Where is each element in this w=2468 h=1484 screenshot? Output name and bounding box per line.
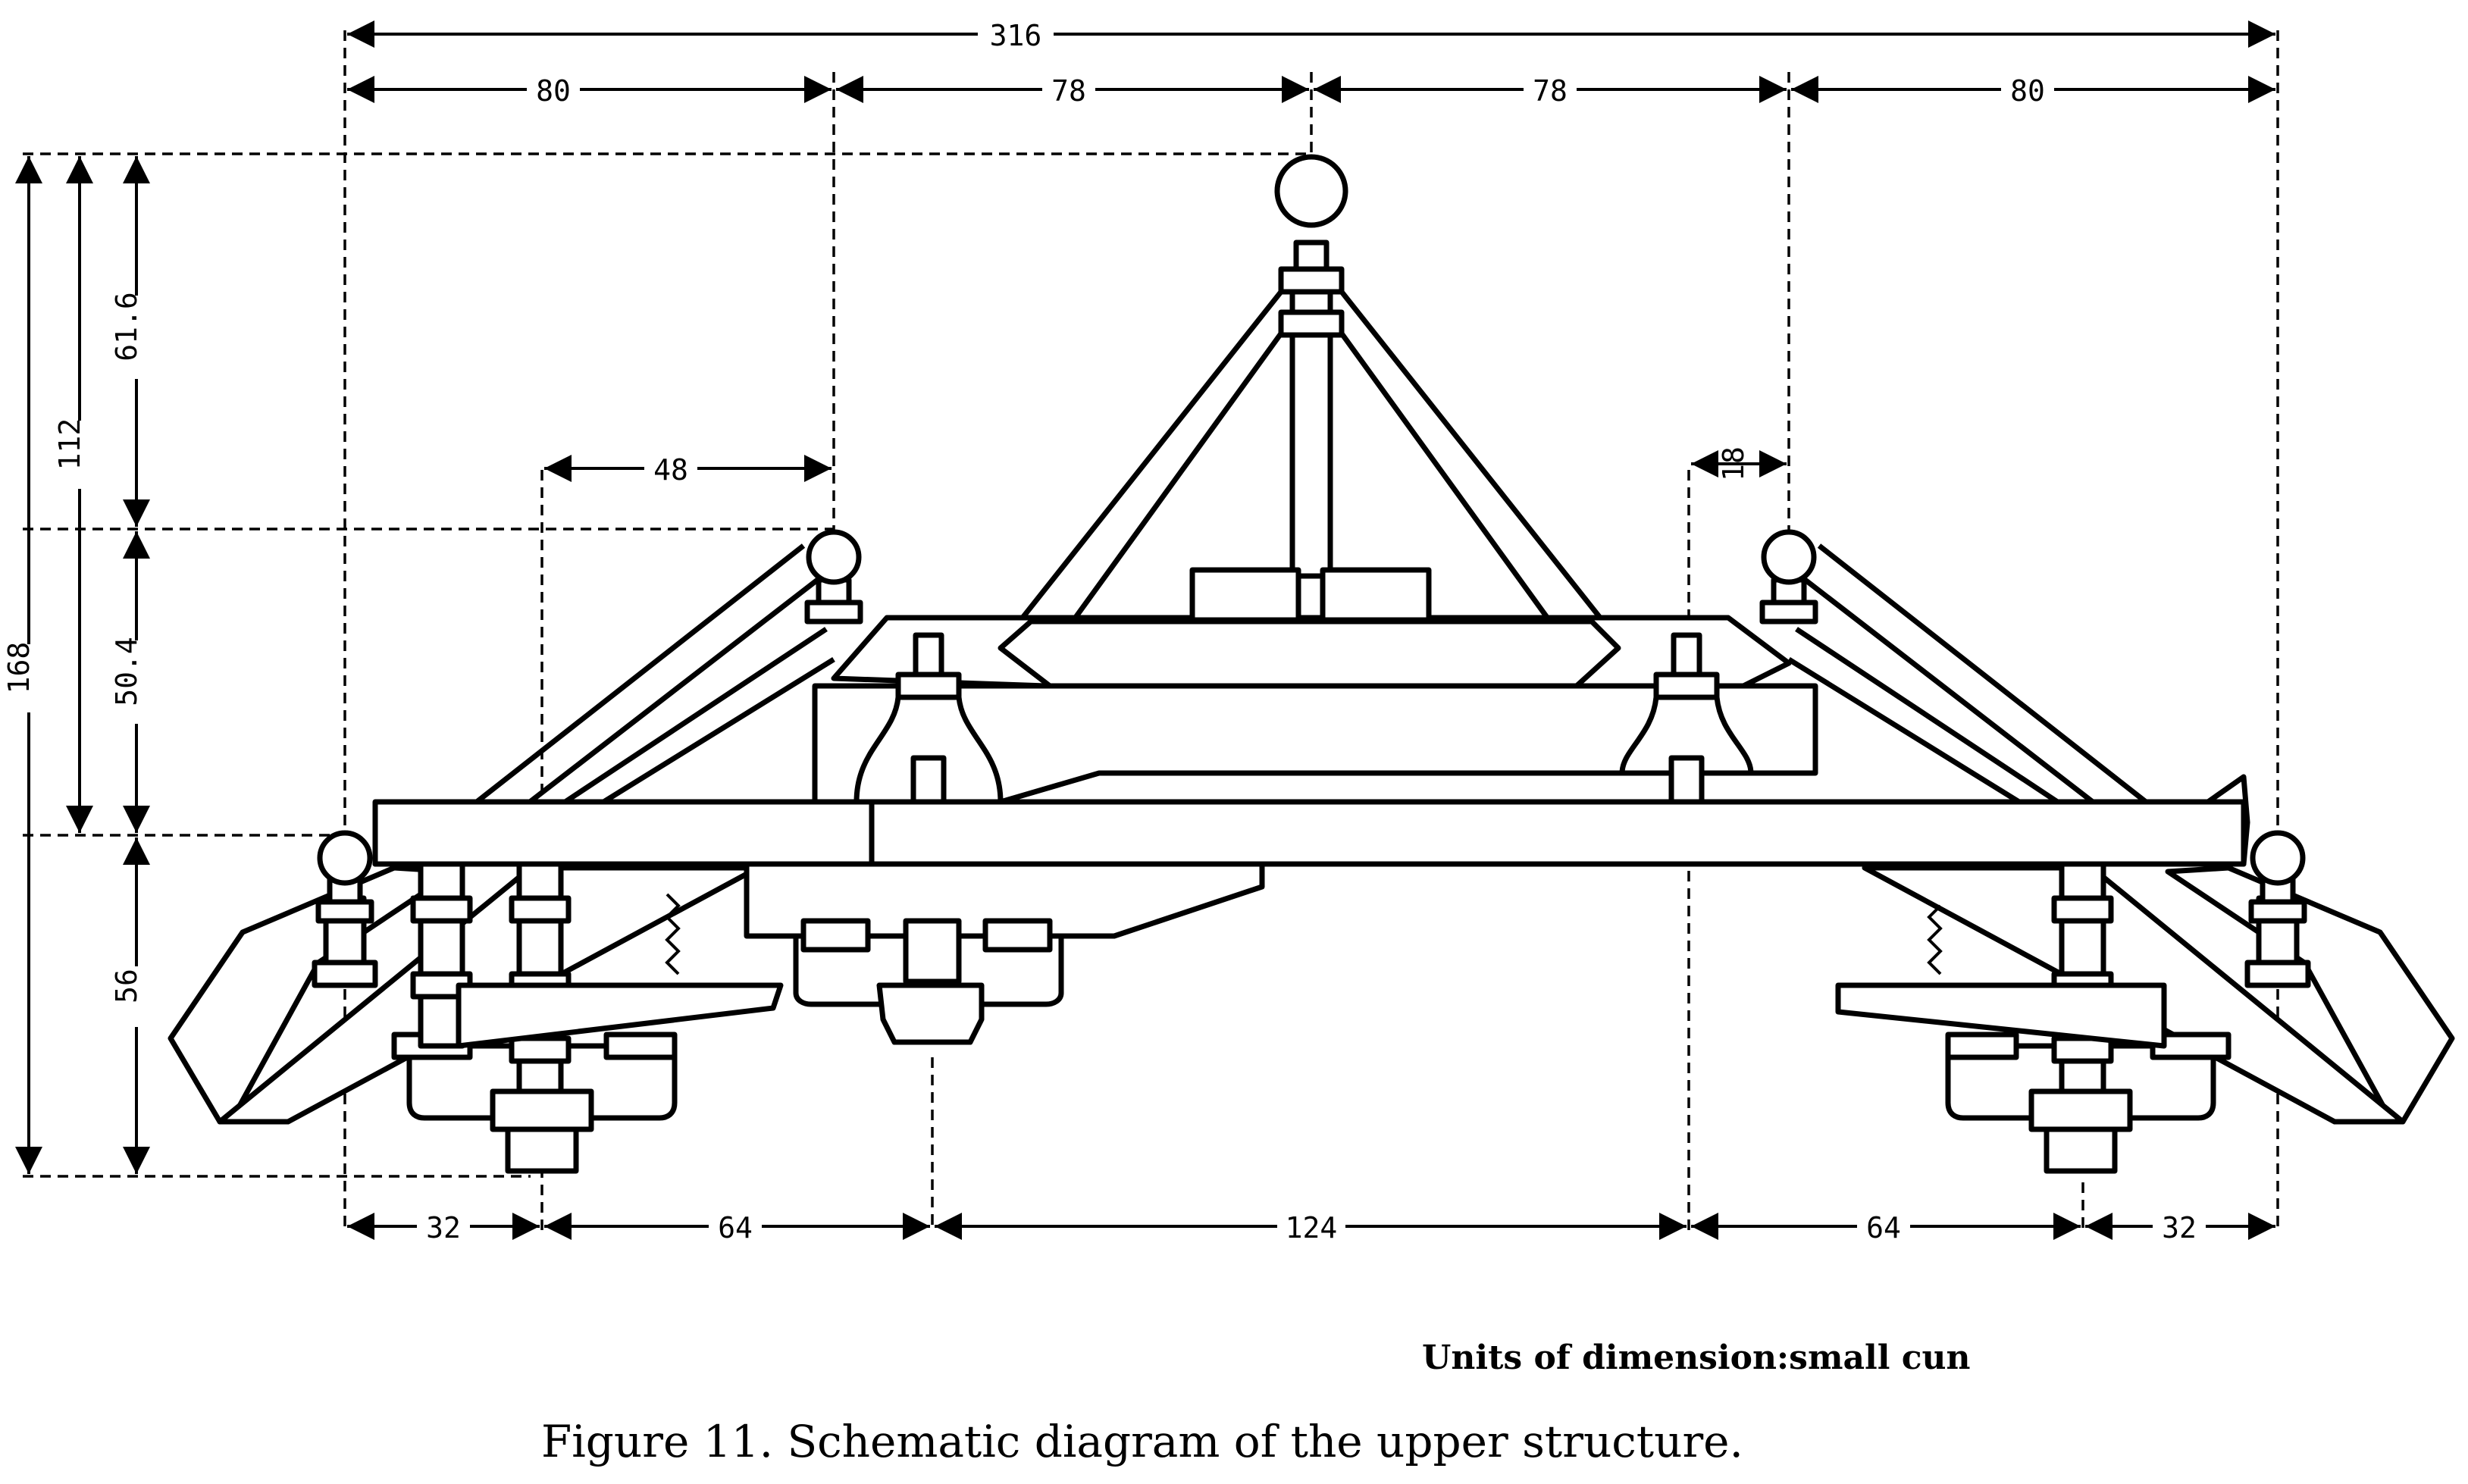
left-end-ball [317, 830, 373, 886]
left-side-plate [456, 982, 784, 1049]
center-bottom-clamp [876, 982, 985, 1045]
dim-inner-right: 18 [1717, 446, 1750, 481]
right-end-ball [2250, 830, 2306, 886]
left-bottom-clamp [490, 1088, 594, 1132]
center-box-right [1320, 567, 1432, 623]
dim-top-seg-1: 80 [536, 74, 571, 108]
apex-ball [1274, 154, 1348, 228]
right-mid-ball [1761, 529, 1817, 585]
dim-left-lower: 56 [110, 969, 143, 1003]
dim-top-seg-3: 78 [1533, 74, 1568, 108]
dim-left-overall: 168 [2, 642, 36, 694]
right-truss [1787, 543, 2155, 809]
dim-left-middle: 50.4 [110, 637, 143, 706]
dim-bottom-seg-4: 64 [1866, 1211, 1901, 1244]
left-truss [468, 543, 835, 809]
dim-top-seg-4: 80 [2010, 74, 2045, 108]
left-long-beam [372, 799, 875, 867]
apex-truss [1017, 290, 1605, 624]
dim-bottom-seg-5: 32 [2162, 1211, 2197, 1244]
figure-caption: Figure 11. Schematic diagram of the uppe… [541, 1416, 1743, 1467]
center-long-beam [869, 799, 2247, 867]
right-bottom-clamp [2028, 1088, 2133, 1132]
dim-left-mid: 112 [53, 418, 86, 471]
dim-left-upper: 61.6 [110, 292, 143, 362]
dim-bottom-seg-2: 64 [718, 1211, 753, 1244]
left-columns [312, 861, 572, 1094]
left-dimensions: 168 112 61.6 50.4 56 [2, 156, 152, 1174]
dim-top-seg-2: 78 [1051, 74, 1086, 108]
right-columns [2051, 861, 2311, 1094]
dim-inner-left: 48 [653, 453, 688, 487]
right-side-plate [1835, 982, 2167, 1049]
lower-central-box [744, 861, 1265, 939]
center-box-left [1189, 567, 1301, 623]
right-spring [1927, 904, 1943, 975]
upper-hexagonal-plate [998, 618, 1621, 689]
left-spring [665, 893, 681, 975]
upper-structure [168, 154, 2455, 1174]
top-dimensions: 316 80 78 78 80 48 18 [347, 18, 2275, 487]
dim-bottom-seg-3: 124 [1286, 1211, 1338, 1244]
dim-bottom-seg-1: 32 [426, 1211, 461, 1244]
mid-cross-beam [812, 683, 1818, 805]
dim-top-total: 316 [990, 19, 1042, 52]
bottom-dimensions: 32 64 124 64 32 [347, 1210, 2275, 1244]
left-mid-ball [806, 529, 862, 585]
units-note: Units of dimension:small cun [1422, 1338, 1971, 1377]
